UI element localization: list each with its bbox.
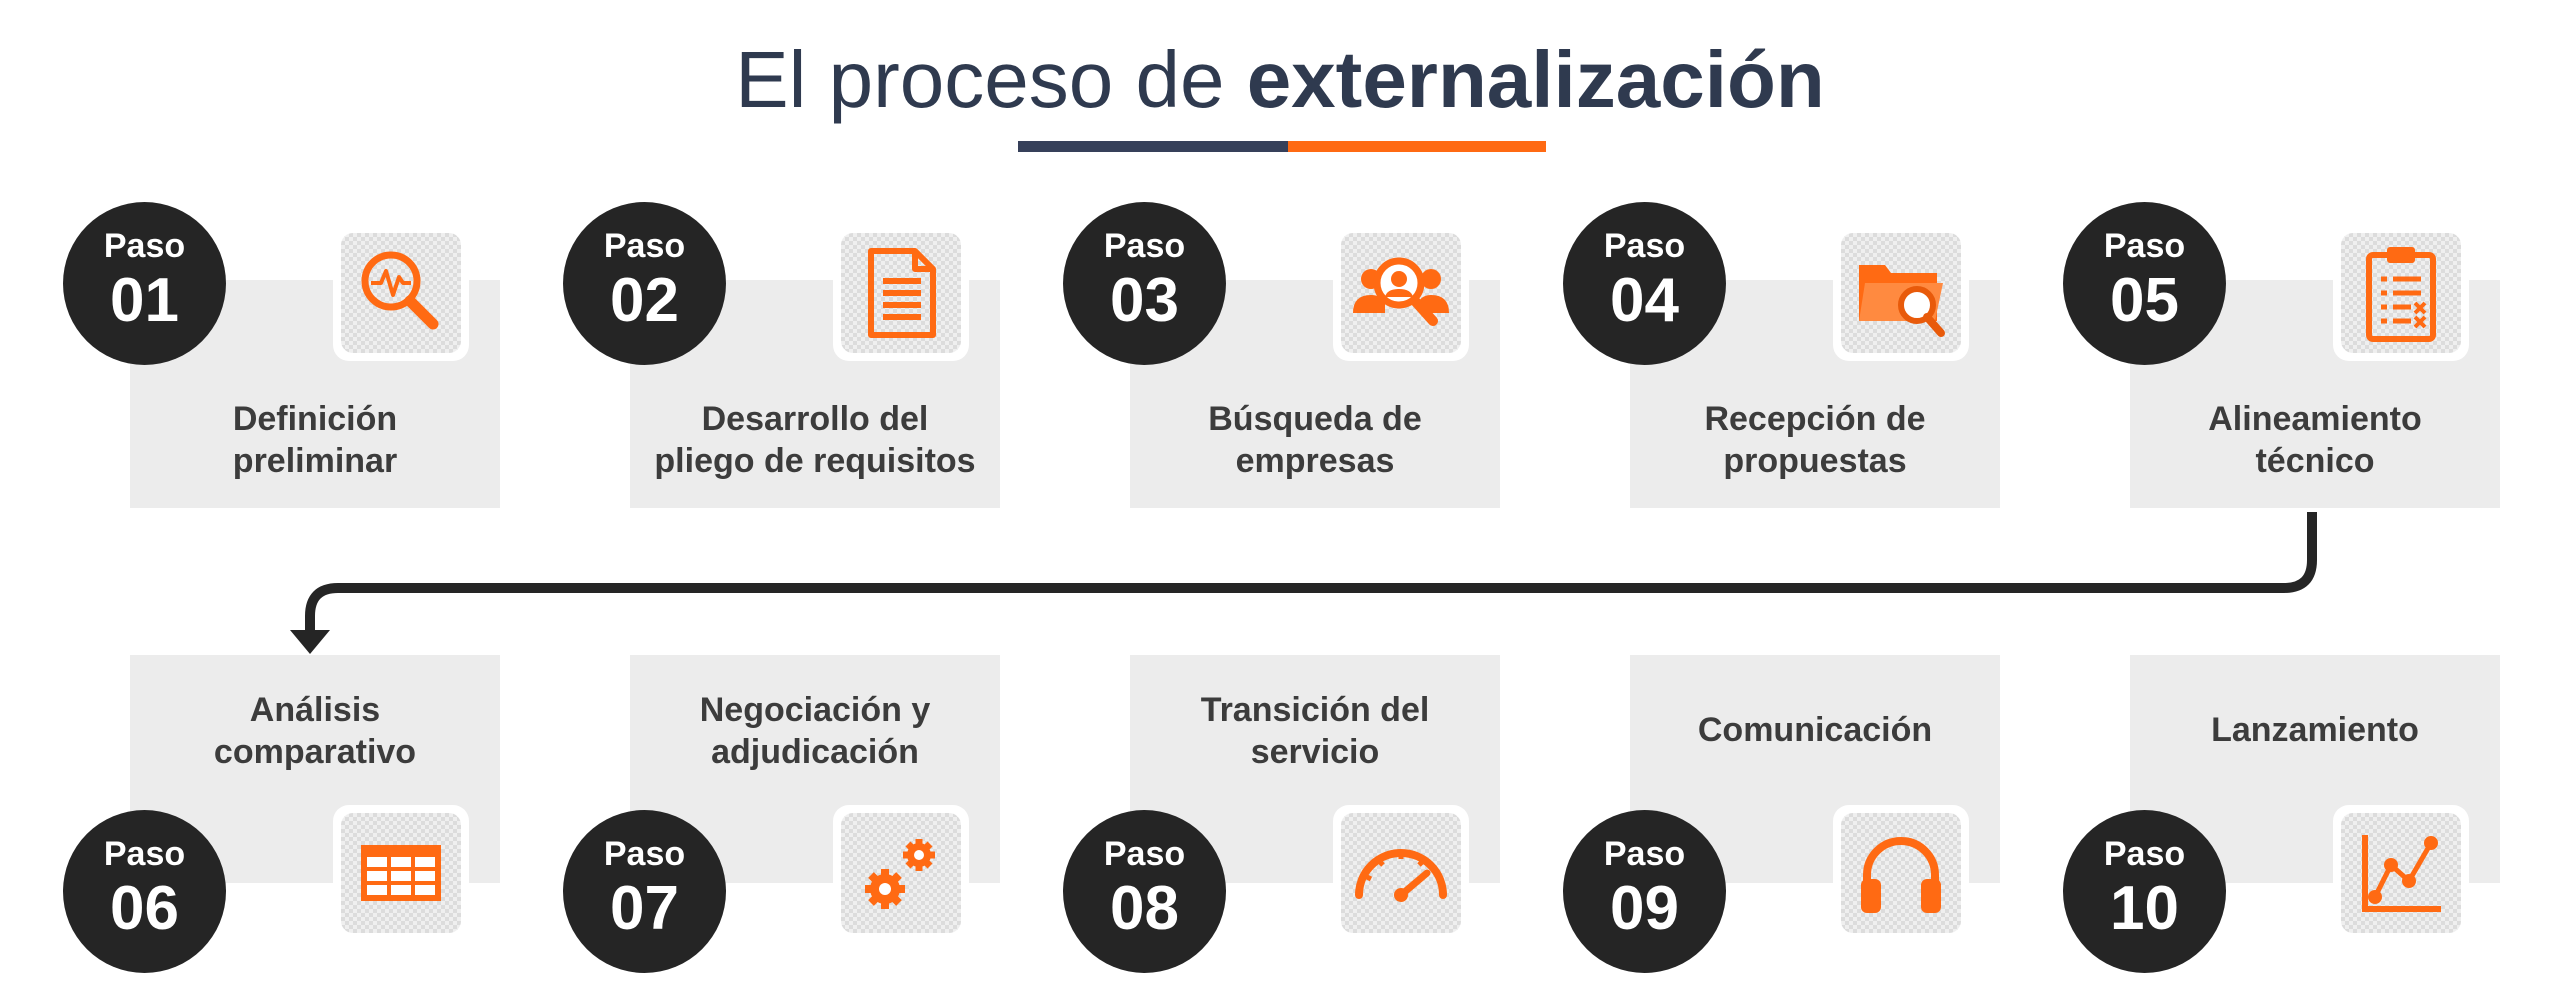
page-title: El proceso de externalización: [0, 30, 2560, 130]
step-label: Desarrollo del pliego de requisitos: [654, 400, 976, 480]
step-icon-box-04: [1833, 225, 1969, 361]
title-light-part: El proceso de: [735, 35, 1247, 124]
title-underline-dark: [1018, 141, 1288, 152]
step-icon-box-02: [833, 225, 969, 361]
headphones-icon: [1841, 813, 1961, 933]
badge-number: 06: [110, 874, 179, 943]
step-badge-09: Paso 09: [1563, 810, 1726, 973]
table-grid-icon: [341, 813, 461, 933]
step-icon-box-06: [333, 805, 469, 941]
step-badge-01: Paso 01: [63, 202, 226, 365]
title-underline-orange: [1288, 141, 1546, 152]
badge-word: Paso: [603, 227, 686, 265]
badge-word: Paso: [1103, 227, 1186, 265]
people-search-icon: [1341, 233, 1461, 353]
step-icon-box-10: [2333, 805, 2469, 941]
step-label: Negociación y adjudicación: [699, 691, 931, 771]
step-badge-06: Paso 06: [63, 810, 226, 973]
step-badge-07: Paso 07: [563, 810, 726, 973]
step-icon-box-09: [1833, 805, 1969, 941]
step-label: Lanzamiento: [2211, 711, 2419, 749]
step-label: Definición preliminar: [232, 400, 398, 480]
badge-number: 04: [1610, 266, 1679, 335]
badge-word: Paso: [1603, 835, 1686, 873]
line-chart-icon: [2341, 813, 2461, 933]
badge-number: 08: [1110, 874, 1179, 943]
step-icon-box-08: [1333, 805, 1469, 941]
step-badge-02: Paso 02: [563, 202, 726, 365]
analysis-magnifier-icon: [341, 233, 461, 353]
step-badge-04: Paso 04: [1563, 202, 1726, 365]
badge-word: Paso: [103, 835, 186, 873]
document-icon: [841, 233, 961, 353]
step-label: Búsqueda de empresas: [1208, 400, 1422, 480]
badge-number: 07: [610, 874, 679, 943]
badge-number: 09: [1610, 874, 1679, 943]
step-icon-box-03: [1333, 225, 1469, 361]
badge-number: 05: [2110, 266, 2179, 335]
badge-word: Paso: [1103, 835, 1186, 873]
step-badge-05: Paso 05: [2063, 202, 2226, 365]
step-label: Comunicación: [1697, 711, 1933, 749]
title-bold-part: externalización: [1246, 35, 1825, 124]
badge-word: Paso: [2103, 227, 2186, 265]
step-icon-box-05: [2333, 225, 2469, 361]
step-label: Transición del servicio: [1200, 691, 1430, 771]
step-icon-box-01: [333, 225, 469, 361]
badge-number: 01: [110, 266, 179, 335]
badge-number: 10: [2110, 874, 2179, 943]
step-badge-10: Paso 10: [2063, 810, 2226, 973]
badge-number: 03: [1110, 266, 1179, 335]
step-icon-box-07: [833, 805, 969, 941]
badge-number: 02: [610, 266, 679, 335]
gears-icon: [841, 813, 961, 933]
step-label: Análisis comparativo: [213, 691, 417, 771]
clipboard-checklist-icon: [2341, 233, 2461, 353]
folder-search-icon: [1841, 233, 1961, 353]
step-label: Alineamiento técnico: [2208, 400, 2422, 480]
badge-word: Paso: [1603, 227, 1686, 265]
speedometer-icon: [1341, 813, 1461, 933]
step-badge-03: Paso 03: [1063, 202, 1226, 365]
badge-word: Paso: [103, 227, 186, 265]
badge-word: Paso: [2103, 835, 2186, 873]
step-label: Recepción de propuestas: [1704, 400, 1926, 480]
step-badge-08: Paso 08: [1063, 810, 1226, 973]
badge-word: Paso: [603, 835, 686, 873]
